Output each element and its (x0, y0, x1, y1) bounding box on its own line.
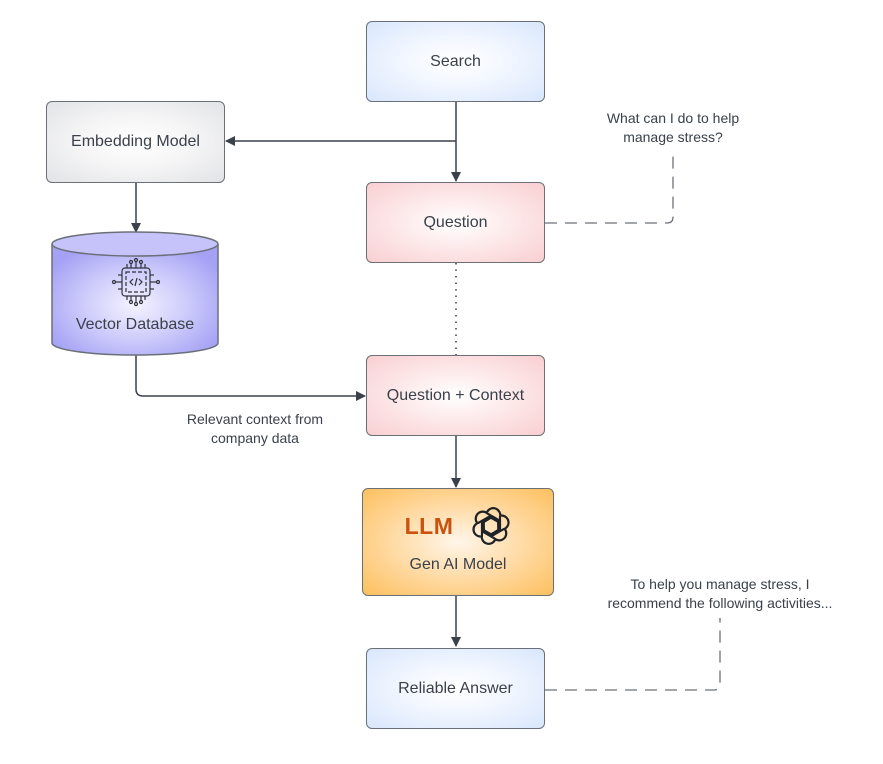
llm-title: LLM (404, 512, 454, 539)
callout-answer-dashed (545, 618, 721, 691)
user-question-line1: What can I do to help (606, 110, 740, 126)
question-context-node[interactable]: Question + Context (366, 355, 545, 436)
edge-database-context (135, 355, 366, 401)
user-question-line2: manage stress? (623, 129, 723, 145)
context-note: Relevant context from company data (165, 410, 345, 448)
llm-subtitle: Gen AI Model (409, 556, 507, 573)
search-label: Search (430, 52, 481, 70)
vector-database-cylinder[interactable] (51, 231, 219, 356)
search-node[interactable]: Search (366, 21, 545, 102)
answer-note: To help you manage stress, I recommend t… (580, 575, 860, 613)
reliable-answer-node[interactable]: Reliable Answer (366, 648, 545, 729)
reliable-answer-label: Reliable Answer (398, 679, 513, 697)
answer-line1: To help you manage stress, I (630, 576, 810, 592)
context-line1: Relevant context from (186, 411, 324, 427)
openai-logo-icon (472, 507, 510, 545)
vector-database-label: Vector Database (75, 316, 195, 333)
context-line2: company data (211, 430, 299, 446)
llm-node[interactable]: LLM Gen AI Model (362, 488, 554, 596)
code-chip-icon (111, 257, 161, 307)
answer-line2: recommend the following activities... (607, 595, 833, 611)
user-question-note: What can I do to help manage stress? (578, 109, 768, 147)
question-node[interactable]: Question (366, 182, 545, 263)
question-label: Question (423, 213, 488, 231)
callout-question-dashed (545, 152, 674, 224)
question-context-label: Question + Context (386, 386, 525, 404)
embedding-model-node[interactable]: Embedding Model (46, 101, 225, 183)
embedding-model-label: Embedding Model (71, 133, 200, 150)
